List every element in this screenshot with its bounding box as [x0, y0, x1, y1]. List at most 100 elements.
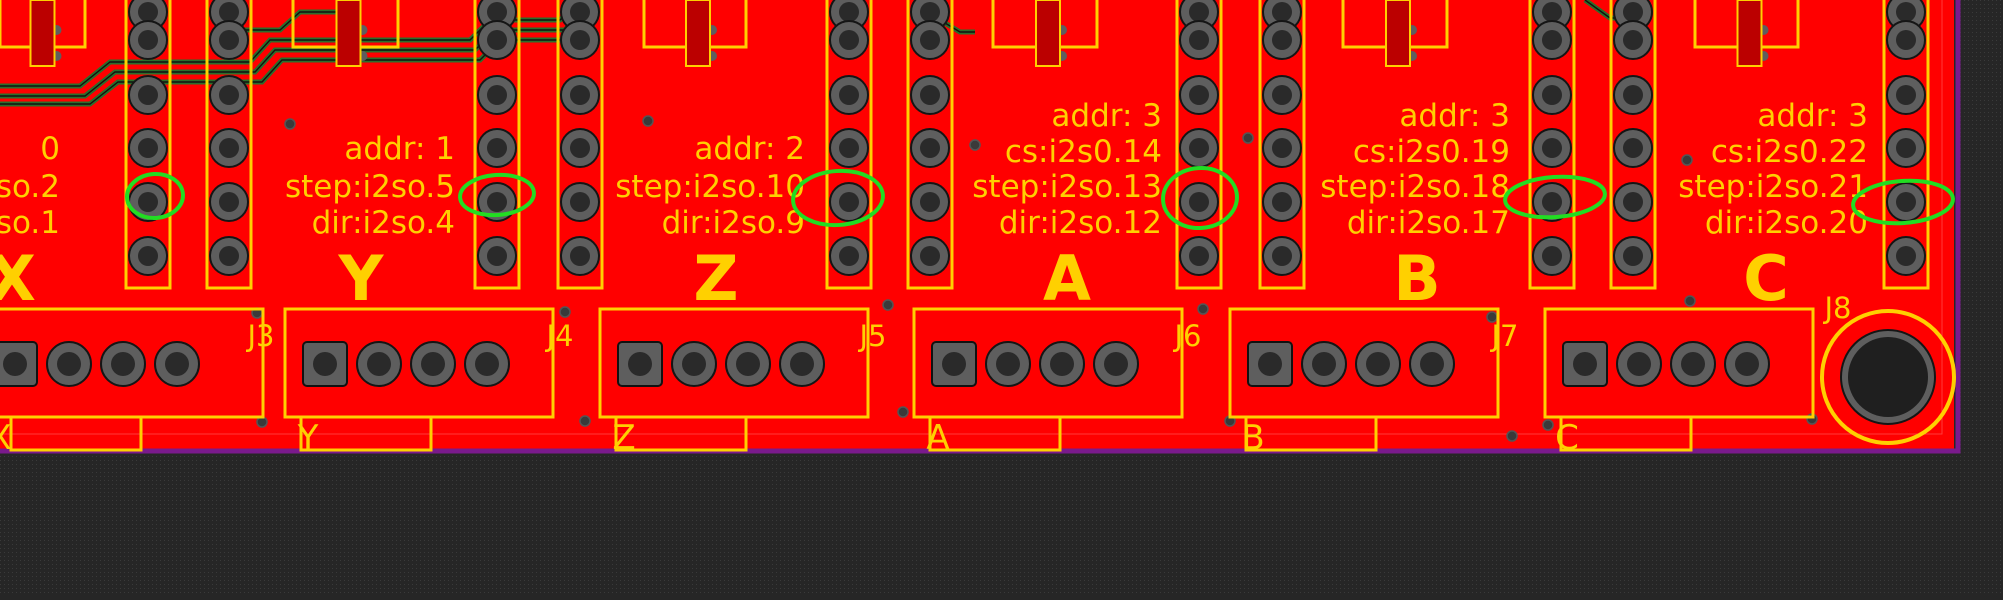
pin-hole — [219, 138, 239, 158]
pin-label: i2so.1 — [0, 205, 60, 241]
pcb-board — [0, 0, 1961, 454]
connector-pin — [1670, 341, 1716, 387]
connector-pin — [1247, 341, 1293, 387]
connector-axis-label: A — [926, 418, 949, 458]
pin-hole — [1627, 352, 1651, 376]
header-pin — [560, 182, 600, 222]
pin-hole — [570, 2, 590, 22]
header-pin — [829, 182, 869, 222]
header-pin — [128, 128, 168, 168]
j8-outline — [1820, 309, 1956, 445]
hand-drawn-circle — [1161, 165, 1239, 231]
header-outline — [205, 0, 253, 290]
via — [969, 139, 981, 151]
component-layer — [0, 0, 1936, 442]
pin-hole — [138, 2, 158, 22]
header-outline — [906, 0, 954, 290]
connector-pin — [671, 341, 717, 387]
pin-hole — [1189, 2, 1209, 22]
copper-trace-core — [0, 0, 581, 87]
header-pin — [477, 182, 517, 222]
pin-hole — [1258, 352, 1282, 376]
pin-hole — [138, 30, 158, 50]
pin-hole — [1896, 2, 1916, 22]
pin-label: cs:i2s0.14 — [1005, 134, 1162, 170]
connector-pin — [931, 341, 977, 387]
pin-hole — [421, 352, 445, 376]
header-outline — [1609, 0, 1657, 290]
jumper-block — [335, 0, 362, 67]
pin-hole — [736, 352, 760, 376]
via — [1681, 154, 1693, 166]
pin-hole — [920, 138, 940, 158]
pin-hole — [1542, 138, 1562, 158]
pin-hole — [487, 246, 507, 266]
header-pin — [128, 182, 168, 222]
header-pin — [829, 236, 869, 276]
connector-ref: J5 — [857, 319, 886, 353]
pin-hole — [1312, 352, 1336, 376]
header-pin — [560, 128, 600, 168]
via — [642, 115, 654, 127]
pin-hole — [487, 30, 507, 50]
pin-hole — [1542, 30, 1562, 50]
header-pin — [1886, 75, 1926, 115]
header-outline — [473, 0, 521, 290]
annotation-marks — [125, 165, 1955, 231]
pin-hole — [1272, 246, 1292, 266]
board-outline — [0, 0, 1943, 435]
header-pin — [1179, 236, 1219, 276]
via — [882, 299, 894, 311]
header-pin — [1262, 236, 1302, 276]
header-pin — [1179, 182, 1219, 222]
pin-hole — [1896, 85, 1916, 105]
pin-hole — [138, 85, 158, 105]
jumper-block — [1035, 0, 1061, 67]
via — [1684, 295, 1696, 307]
connector-ref: J3 — [245, 319, 274, 353]
connector-pin — [154, 341, 200, 387]
pin-hole — [219, 85, 239, 105]
pin-hole — [1189, 246, 1209, 266]
header-pin — [910, 75, 950, 115]
pin-hole — [682, 352, 706, 376]
pin-hole — [1542, 2, 1562, 22]
via — [579, 415, 591, 427]
copper-traces — [0, 0, 1640, 107]
pin-label: dir:i2so.9 — [662, 205, 805, 241]
pin-label: step:i2so.18 — [1320, 169, 1510, 205]
pin-label: 0 — [40, 131, 60, 167]
connector-pin — [1562, 341, 1608, 387]
pin-hole — [1735, 352, 1759, 376]
pin-label: step:i2so.5 — [285, 169, 455, 205]
connector-pin — [1093, 341, 1139, 387]
connector-pin — [617, 341, 663, 387]
pin-hole — [1189, 192, 1209, 212]
header-pin — [829, 20, 869, 60]
header-pin — [910, 20, 950, 60]
pin-label: cs:i2s0.22 — [1711, 134, 1868, 170]
pin-hole — [570, 246, 590, 266]
pin-label: cs:i2s0.19 — [1353, 134, 1510, 170]
header-pin — [1613, 75, 1653, 115]
header-pin — [829, 75, 869, 115]
pin-hole — [570, 30, 590, 50]
pin-hole — [1542, 192, 1562, 212]
header-pin — [477, 128, 517, 168]
pin-hole — [920, 85, 940, 105]
connector-axis-label: B — [1241, 418, 1264, 458]
hand-drawn-circle — [791, 168, 885, 228]
pin-hole — [1189, 138, 1209, 158]
jumper-block — [1385, 0, 1411, 67]
header-pin — [209, 128, 249, 168]
header-pin — [1262, 75, 1302, 115]
pin-label: addr: 1 — [344, 131, 455, 167]
header-pin — [1613, 236, 1653, 276]
header-pin — [1613, 128, 1653, 168]
connector-ref: J8 — [1822, 291, 1851, 325]
header-pin — [1886, 236, 1926, 276]
pin-hole — [839, 192, 859, 212]
axis-letter: B — [1393, 242, 1440, 315]
connector-pin — [1039, 341, 1085, 387]
